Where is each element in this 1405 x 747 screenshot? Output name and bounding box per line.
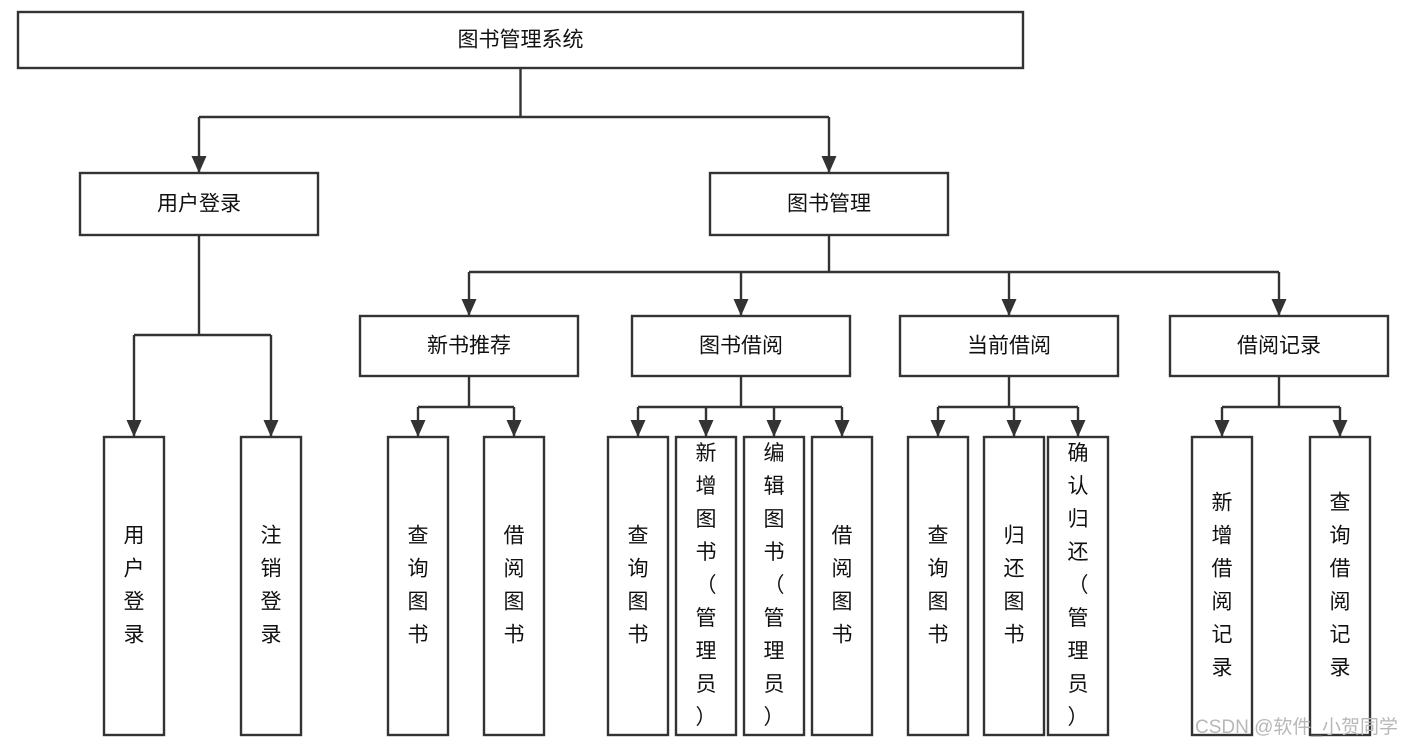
node-leaf-add-record-label: 新增借阅记录 — [1212, 491, 1233, 679]
arrow-head-icon — [1332, 420, 1348, 437]
node-leaf-borrow-book-1-box[interactable] — [482, 435, 546, 737]
node-current-borrow-label: 当前借阅 — [967, 335, 1051, 358]
arrow-head-icon — [1214, 420, 1230, 437]
node-leaf-return-book-label: 归还图书 — [1004, 524, 1025, 646]
arrow-head-icon — [698, 420, 714, 437]
node-leaf-add-book-label: 新增图书（管理员） — [696, 442, 717, 729]
node-leaf-query-book-1-label: 查询图书 — [408, 524, 429, 646]
node-leaf-query-book-3-label: 查询图书 — [928, 524, 949, 646]
node-leaf-user-logout-label: 注销登录 — [261, 524, 282, 646]
node-leaf-query-book-3-box[interactable] — [906, 435, 970, 737]
node-book-borrow[interactable]: 图书借阅 — [630, 314, 852, 378]
node-new-book-rec-label: 新书推荐 — [427, 335, 511, 358]
node-borrow-record-box[interactable] — [1168, 314, 1390, 378]
arrow-head-icon — [733, 299, 749, 316]
arrow-head-icon — [821, 156, 837, 173]
node-leaf-user-login-label: 用户登录 — [124, 524, 145, 646]
node-borrow-record[interactable]: 借阅记录 — [1168, 314, 1390, 378]
node-leaf-add-record-box[interactable] — [1190, 435, 1254, 737]
node-leaf-return-book-box[interactable] — [982, 435, 1046, 737]
node-leaf-query-book-1[interactable]: 查询图书 — [386, 435, 450, 737]
connector-layer — [126, 68, 1348, 437]
node-leaf-user-logout[interactable]: 注销登录 — [239, 435, 303, 737]
arrow-head-icon — [506, 420, 522, 437]
node-leaf-query-book-3[interactable]: 查询图书 — [906, 435, 970, 737]
node-leaf-borrow-book-2-box[interactable] — [810, 435, 874, 737]
arrow-head-icon — [834, 420, 850, 437]
arrow-head-icon — [1001, 299, 1017, 316]
node-leaf-add-book[interactable]: 新增图书（管理员） — [674, 435, 738, 737]
arrow-head-icon — [1006, 420, 1022, 437]
arrow-head-icon — [191, 156, 207, 173]
node-book-borrow-label: 图书借阅 — [699, 335, 783, 358]
node-book-manage-label: 图书管理 — [787, 193, 871, 216]
node-user-login-box[interactable] — [78, 171, 320, 237]
node-current-borrow[interactable]: 当前借阅 — [898, 314, 1120, 378]
node-leaf-query-book-2-box[interactable] — [606, 435, 670, 737]
arrow-head-icon — [126, 420, 142, 437]
arrow-head-icon — [766, 420, 782, 437]
node-book-manage-box[interactable] — [708, 171, 950, 237]
arrow-head-icon — [930, 420, 946, 437]
node-leaf-confirm-return[interactable]: 确认归还（管理员） — [1046, 435, 1110, 737]
node-root-box[interactable] — [16, 10, 1025, 70]
node-leaf-borrow-book-1[interactable]: 借阅图书 — [482, 435, 546, 737]
node-borrow-record-label: 借阅记录 — [1237, 335, 1321, 358]
node-book-borrow-box[interactable] — [630, 314, 852, 378]
node-leaf-borrow-book-2-label: 借阅图书 — [832, 524, 853, 646]
arrow-head-icon — [1271, 299, 1287, 316]
node-current-borrow-box[interactable] — [898, 314, 1120, 378]
node-leaf-edit-book-box[interactable] — [742, 435, 806, 737]
node-root[interactable]: 图书管理系统 — [16, 10, 1025, 70]
node-leaf-query-record[interactable]: 查询借阅记录 — [1308, 435, 1372, 737]
node-leaf-borrow-book-1-label: 借阅图书 — [504, 524, 525, 646]
node-new-book-rec-box[interactable] — [358, 314, 580, 378]
node-leaf-query-record-label: 查询借阅记录 — [1330, 491, 1351, 679]
node-leaf-confirm-return-label: 确认归还（管理员） — [1068, 442, 1089, 729]
node-leaf-confirm-return-box[interactable] — [1046, 435, 1110, 737]
node-leaf-edit-book-label: 编辑图书（管理员） — [764, 442, 785, 729]
node-user-login-label: 用户登录 — [157, 193, 241, 216]
arrow-head-icon — [263, 420, 279, 437]
arrow-head-icon — [1070, 420, 1086, 437]
node-leaf-user-login-box[interactable] — [102, 435, 166, 737]
node-leaf-user-login[interactable]: 用户登录 — [102, 435, 166, 737]
arrow-head-icon — [461, 299, 477, 316]
node-user-login[interactable]: 用户登录 — [78, 171, 320, 237]
node-leaf-query-book-2-label: 查询图书 — [628, 524, 649, 646]
node-leaf-add-record[interactable]: 新增借阅记录 — [1190, 435, 1254, 737]
node-leaf-query-book-2[interactable]: 查询图书 — [606, 435, 670, 737]
arrow-head-icon — [630, 420, 646, 437]
node-leaf-add-book-box[interactable] — [674, 435, 738, 737]
node-book-manage[interactable]: 图书管理 — [708, 171, 950, 237]
csdn-watermark: CSDN @软件_小贺同学 — [1195, 716, 1398, 738]
node-leaf-query-book-1-box[interactable] — [386, 435, 450, 737]
node-leaf-return-book[interactable]: 归还图书 — [982, 435, 1046, 737]
node-new-book-rec[interactable]: 新书推荐 — [358, 314, 580, 378]
arrow-head-icon — [410, 420, 426, 437]
node-leaf-borrow-book-2[interactable]: 借阅图书 — [810, 435, 874, 737]
node-leaf-edit-book[interactable]: 编辑图书（管理员） — [742, 435, 806, 737]
node-leaf-query-record-box[interactable] — [1308, 435, 1372, 737]
node-root-label: 图书管理系统 — [458, 29, 584, 52]
node-layer: 图书管理系统用户登录图书管理新书推荐图书借阅当前借阅借阅记录用户登录注销登录查询… — [16, 10, 1390, 737]
node-leaf-user-logout-box[interactable] — [239, 435, 303, 737]
